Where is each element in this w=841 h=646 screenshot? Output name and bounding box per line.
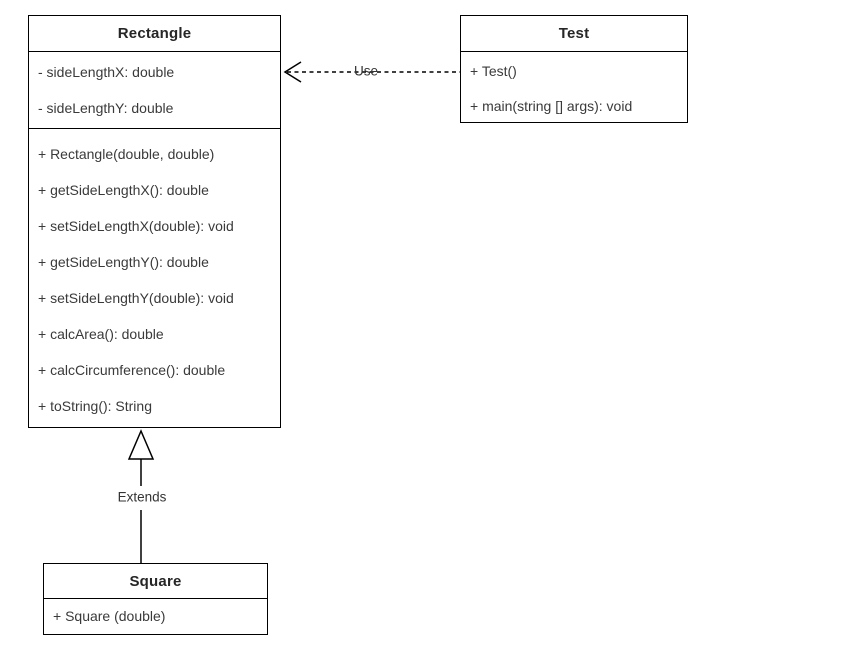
method-main: + main(string [] args): void <box>470 98 633 114</box>
class-title-test: Test <box>461 16 687 52</box>
method-getsidelengthx: + getSideLengthX(): double <box>38 182 209 198</box>
class-box-rectangle[interactable]: Rectangle - sideLengthX: double - sideLe… <box>28 15 281 428</box>
method-square-constructor: + Square (double) <box>53 608 166 624</box>
method-calccircumference: + calcCircumference(): double <box>38 362 226 378</box>
method-calcarea: + calcArea(): double <box>38 326 164 342</box>
methods-compartment-test: + Test() + main(string [] args): void <box>461 52 687 124</box>
field-sidelengthx: - sideLengthX: double <box>38 64 175 80</box>
class-box-test[interactable]: Test + Test() + main(string [] args): vo… <box>460 15 688 123</box>
use-relation-label: Use <box>353 63 379 79</box>
methods-compartment-rectangle: + Rectangle(double, double) + getSideLen… <box>29 129 280 424</box>
extends-relation-label: Extends <box>117 489 167 505</box>
method-tostring: + toString(): String <box>38 398 152 414</box>
methods-compartment-square: + Square (double) <box>44 599 267 633</box>
method-test-constructor: + Test() <box>470 63 517 79</box>
class-title-rectangle: Rectangle <box>29 16 280 52</box>
method-rectangle-constructor: + Rectangle(double, double) <box>38 146 215 162</box>
fields-compartment-rectangle: - sideLengthX: double - sideLengthY: dou… <box>29 52 280 129</box>
field-sidelengthy: - sideLengthY: double <box>38 100 174 116</box>
method-setsidelengthy: + setSideLengthY(double): void <box>38 290 234 306</box>
method-setsidelengthx: + setSideLengthX(double): void <box>38 218 234 234</box>
class-title-square: Square <box>44 564 267 599</box>
method-getsidelengthy: + getSideLengthY(): double <box>38 254 209 270</box>
class-box-square[interactable]: Square + Square (double) <box>43 563 268 635</box>
